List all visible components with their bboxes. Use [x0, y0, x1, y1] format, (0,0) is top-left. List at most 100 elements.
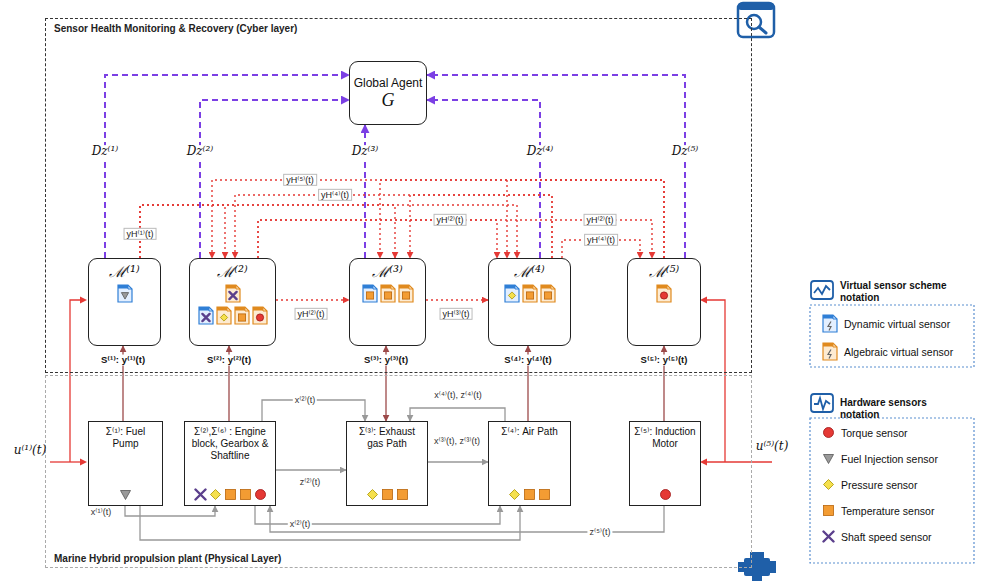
connector [380, 180, 664, 258]
hardware-sensor-icon [822, 478, 835, 491]
edge-label: Dz⁽⁵⁾ [670, 145, 701, 159]
edge-label: x⁽¹⁾(t) [89, 507, 113, 517]
algebraic-sensor-icon [380, 284, 396, 303]
legend-heading-icons [811, 281, 833, 412]
algebraic-sensor-icon [234, 306, 250, 325]
hardware-sensor-icon [119, 488, 132, 501]
connector [125, 506, 215, 516]
connector [140, 205, 517, 258]
dynamic-sensor-icon [504, 284, 520, 303]
algebraic-sensor-icon [398, 284, 414, 303]
connector [258, 220, 497, 258]
monitor-box: ℳ⁽³⁾ [349, 258, 426, 346]
edge-label: yH⁽²⁾(t) [584, 214, 617, 226]
legend-text: Fuel Injection sensor [841, 453, 938, 465]
agent-box: Global AgentG [349, 61, 427, 125]
sensor-icon-row [504, 284, 556, 303]
hardware-sensor-icon [508, 488, 521, 501]
edge-label: S⁽¹⁾: y⁽¹⁾(t) [99, 355, 147, 366]
sensor-icons [366, 485, 409, 501]
hardware-sensor-icon [396, 488, 409, 501]
legend-item: Algebraic virtual sensor [822, 342, 953, 361]
subsystem-box: Σ⁽⁴⁾: Air Path [488, 421, 571, 506]
sensor-icons [508, 485, 551, 501]
subsystem-box: Σ⁽²⁾,Σ⁽⁶⁾ : Engine block, Gearbox & Shaf… [184, 421, 276, 506]
sensor-icon-row [119, 488, 132, 501]
sensor-icons [659, 485, 672, 501]
connector [140, 506, 520, 540]
sensor-icon-row [194, 488, 267, 501]
node-text: Σ⁽²⁾,Σ⁽⁶⁾ : Engine block, Gearbox & Shaf… [188, 426, 272, 462]
connector [364, 125, 366, 258]
monitor-box: ℳ⁽¹⁾ [88, 258, 161, 346]
node-text: ℳ⁽²⁾ [217, 264, 247, 281]
legend-item: Pressure sensor [822, 478, 917, 491]
sensor-icon-row [362, 284, 414, 303]
legend-item: Shaft speed sensor [822, 530, 931, 543]
connector [235, 195, 552, 258]
connector [270, 506, 664, 532]
dynamic-sensor-icon [198, 306, 214, 325]
connector [200, 100, 349, 258]
legend-heading: Virtual sensor scheme notation [840, 280, 968, 304]
edge-label: yH⁽²⁾(t) [434, 214, 467, 226]
legend-frames [810, 305, 974, 563]
subsystem-box: Σ⁽¹⁾: Fuel Pump [88, 421, 163, 506]
edge-label: Dz⁽³⁾ [350, 145, 381, 159]
algebraic-sensor-icon [252, 306, 268, 325]
connector [140, 205, 395, 258]
hardware-sensor-icon [209, 488, 222, 501]
algebraic-sensor-icon [522, 284, 538, 303]
node-text: Σ⁽¹⁾: Fuel Pump [92, 426, 159, 450]
hardware-sensor-icon [523, 488, 536, 501]
edge-label: x⁽³⁾(t), z⁽³⁾(t) [432, 436, 482, 446]
node-text: Marine Hybrid propulsion plant (Physical… [54, 553, 281, 564]
node-text: Σ⁽⁵⁾: Induction Motor [633, 426, 697, 450]
node-text: ℳ⁽⁴⁾ [514, 264, 544, 281]
input-label: u⁽¹⁾(t) [14, 443, 47, 457]
edge-label: yH⁽¹⁾(t) [124, 228, 157, 240]
edge-label: yH⁽³⁾(t) [440, 308, 473, 320]
edge-label: Dz⁽¹⁾ [90, 145, 121, 159]
sensor-icons [119, 485, 132, 501]
edge-label: x⁽²⁾(t) [293, 395, 317, 405]
edge-label: S⁽⁵⁾: y⁽⁵⁾(t) [639, 355, 690, 366]
sensor-icons [194, 485, 267, 501]
algebraic-sensor-icon [656, 284, 672, 303]
sensor-icon-row [366, 488, 409, 501]
sensor-icons [362, 281, 414, 303]
hardware-sensor-icon [659, 488, 672, 501]
node-text: G [382, 90, 395, 111]
connector [122, 346, 123, 421]
dynamic-sensor-icon [362, 284, 378, 303]
edge-label: z⁽⁵⁾(t) [587, 527, 612, 537]
connector [427, 75, 685, 258]
legend-item: Torque sensor [822, 426, 908, 439]
edge-label: x⁽²⁾(t) [288, 519, 312, 529]
connector [410, 195, 552, 258]
connector [385, 346, 386, 421]
sensor-icon-row [508, 488, 551, 501]
edge-label: z⁽²⁾(t) [298, 477, 322, 487]
node-text: Σ⁽³⁾: Exhaust gas Path [350, 426, 424, 450]
legend-item: Fuel Injection sensor [822, 452, 938, 465]
sensor-icons [504, 281, 556, 303]
connector [228, 346, 229, 421]
legend-item: Dynamic virtual sensor [822, 314, 950, 333]
algebraic-sensor-icon [225, 284, 241, 303]
sensor-icon-row [656, 284, 672, 303]
hardware-sensor-icon [254, 488, 267, 501]
legend-heading: Hardware sensors notation [840, 397, 968, 421]
layer-region: Sensor Health Monitoring & Recovery (Cyb… [45, 18, 752, 373]
subsystem-box: Σ⁽³⁾: Exhaust gas Path [346, 421, 428, 506]
hardware-sensor-icon [381, 488, 394, 501]
node-text: Sensor Health Monitoring & Recovery (Cyb… [54, 23, 297, 34]
connector [262, 400, 365, 421]
hardware-sensor-icon [822, 452, 835, 465]
edge-label: Dz⁽²⁾ [185, 145, 216, 159]
node-text: ℳ⁽⁵⁾ [649, 264, 679, 281]
hardware-sensor-icon [224, 488, 237, 501]
sensor-icon-row [198, 284, 268, 303]
connector [426, 299, 488, 300]
